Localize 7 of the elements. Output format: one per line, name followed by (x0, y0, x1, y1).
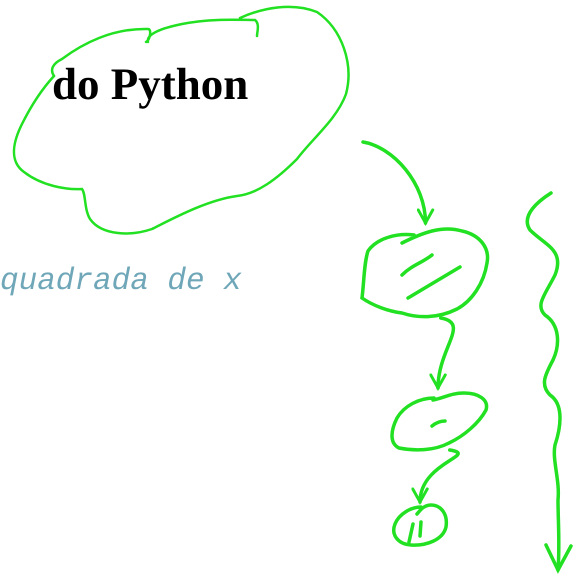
formula-text: quadrada de x (0, 264, 242, 299)
arrow (430, 316, 456, 390)
cloud-outline (12, 4, 350, 236)
arrow (361, 140, 434, 225)
blob-shape (391, 502, 449, 550)
arrow (412, 448, 460, 504)
heading-text: do Python (52, 62, 248, 107)
